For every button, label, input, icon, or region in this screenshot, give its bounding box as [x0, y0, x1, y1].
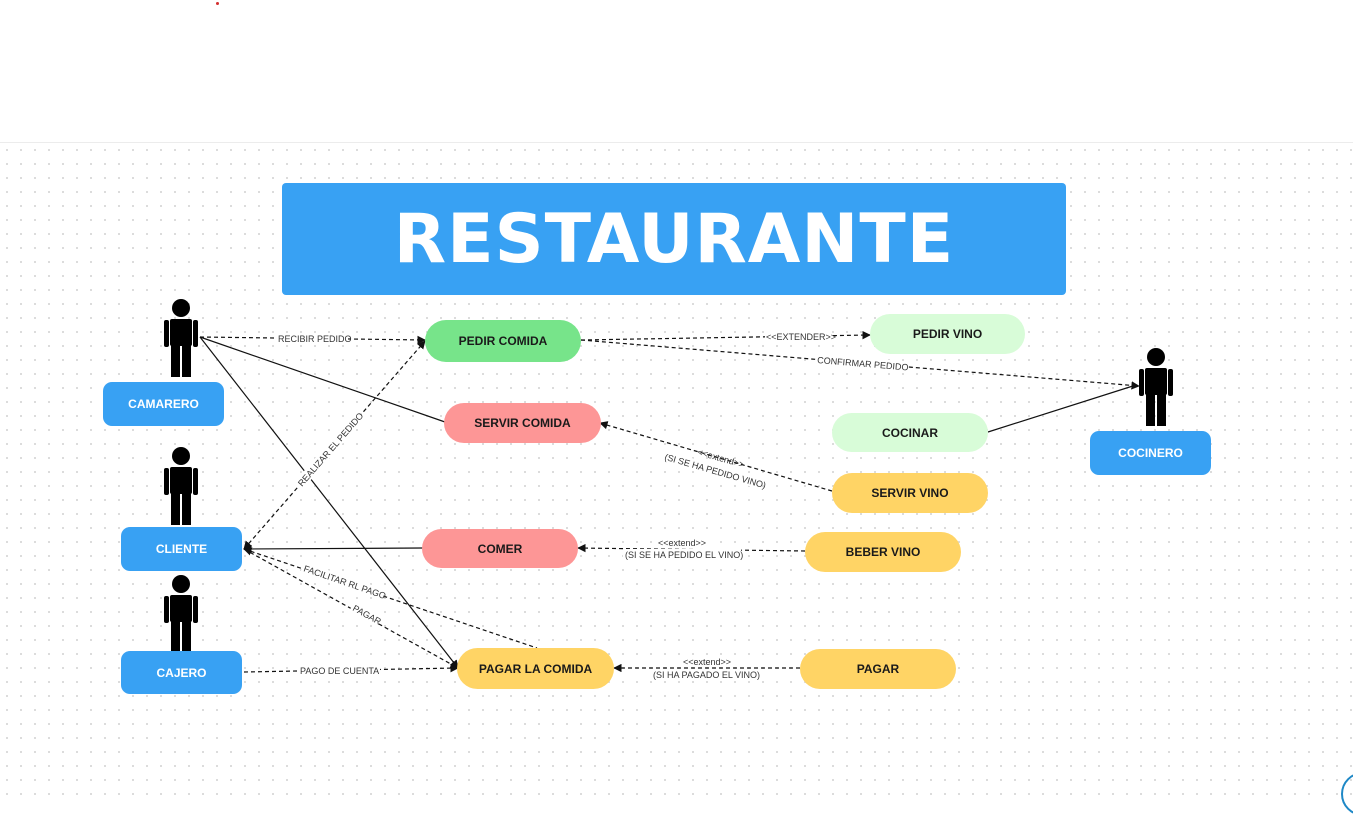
title-banner[interactable]: RESTAURANTE	[282, 183, 1066, 295]
actor-cliente[interactable]: CLIENTE	[121, 527, 242, 571]
usecase-pedir-comida-label: PEDIR COMIDA	[458, 334, 548, 348]
cocinero-figure-icon	[1139, 348, 1173, 426]
usecase-comer-label: COMER	[477, 541, 523, 556]
usecase-comer[interactable]: COMER	[422, 529, 578, 568]
edge-comer-cliente	[243, 544, 424, 554]
usecase-beber-vino[interactable]: BEBER VINO	[805, 532, 961, 572]
actor-cocinero-label: COCINERO	[1118, 446, 1183, 460]
diagram-title: RESTAURANTE	[393, 199, 955, 279]
actor-cliente-label: CLIENTE	[155, 542, 208, 556]
actor-camarero[interactable]: CAMARERO	[103, 382, 224, 426]
top-whitespace	[0, 0, 1353, 143]
cursor-dot	[216, 2, 219, 5]
cliente-figure-icon	[164, 447, 198, 525]
label-facilitar-pago: FACILITAR RL PAGO	[302, 563, 387, 601]
usecase-beber-vino-label: BEBER VINO	[845, 545, 921, 559]
actor-cocinero[interactable]: COCINERO	[1090, 431, 1211, 475]
edge-realizar-pedido	[243, 340, 426, 550]
label-pagar: PAGAR	[351, 603, 383, 627]
usecase-pagar-la-comida[interactable]: PAGAR LA COMIDA	[457, 648, 614, 689]
edge-cocinar-cocinero	[987, 384, 1137, 433]
label-realizar-pedido: REALIZAR EL PEDIDO	[296, 411, 365, 489]
actor-cajero[interactable]: CAJERO	[121, 651, 242, 694]
edge-camarero-servir-comida	[199, 336, 446, 423]
usecase-pedir-vino[interactable]: PEDIR VINO	[870, 314, 1025, 354]
actor-camarero-label: CAMARERO	[128, 397, 199, 411]
camarero-figure-icon	[164, 299, 198, 377]
usecase-pedir-comida[interactable]: PEDIR COMIDA	[425, 320, 581, 362]
connector-layer: RECIBIR PEDIDO <<EXTENDER>> CONFIRMAR PE…	[199, 330, 1140, 680]
label-extender: <<EXTENDER>>	[766, 332, 836, 342]
usecase-cocinar[interactable]: COCINAR	[832, 413, 988, 452]
edge-confirmar-pedido	[580, 339, 1140, 390]
label-extend-pagar-1: <<extend>>	[683, 657, 731, 667]
label-confirmar-pedido: CONFIRMAR PEDIDO	[817, 355, 909, 372]
usecase-cocinar-label: COCINAR	[882, 425, 938, 440]
usecase-servir-comida[interactable]: SERVIR COMIDA	[444, 403, 601, 443]
actor-cajero-label: CAJERO	[156, 665, 207, 680]
edge-camarero-pagar-comida	[199, 336, 459, 669]
usecase-servir-vino-label: SERVIR VINO	[871, 486, 949, 500]
usecase-servir-vino[interactable]: SERVIR VINO	[832, 473, 988, 513]
cajero-figure-icon	[164, 575, 198, 653]
label-extend-beber-1: <<extend>>	[658, 538, 706, 548]
edge-facilitar-pago	[243, 547, 538, 649]
usecase-pagar-label: PAGAR	[856, 662, 900, 676]
label-recibir-pedido: RECIBIR PEDIDO	[278, 334, 352, 344]
usecase-pagar-la-comida-label: PAGAR LA COMIDA	[478, 661, 593, 676]
usecase-servir-comida-label: SERVIR COMIDA	[474, 416, 571, 430]
edge-extend-servir	[599, 421, 833, 492]
usecase-pedir-vino-label: PEDIR VINO	[912, 327, 983, 341]
usecase-pagar[interactable]: PAGAR	[800, 649, 956, 689]
label-pago-de-cuenta: PAGO DE CUENTA	[300, 666, 379, 676]
label-extend-beber-2: (SI SE HA PEDIDO EL VINO)	[625, 550, 743, 560]
label-extend-pagar-2: (SI HA PAGADO EL VINO)	[653, 670, 760, 680]
